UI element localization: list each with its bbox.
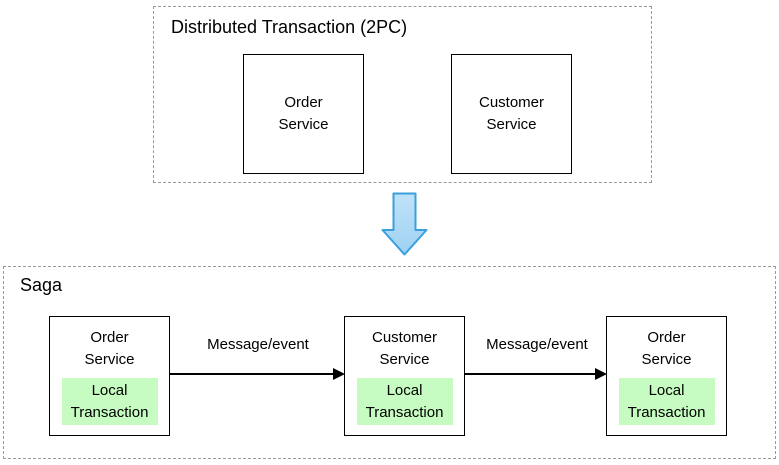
- section-title-distributed-transaction: Distributed Transaction (2PC): [171, 17, 408, 37]
- node-label: Customer Service: [478, 94, 545, 133]
- local-transaction-badge: Local Transaction: [61, 378, 158, 425]
- saga-node-order-service-1: Order Service Local Transaction: [49, 316, 170, 436]
- arrowhead-icon: [595, 368, 607, 380]
- node-label: Order Service: [278, 94, 329, 133]
- down-arrow-icon: [381, 192, 428, 256]
- node-label: Customer Service: [371, 329, 438, 368]
- saga-node-order-service-2: Order Service Local Transaction: [606, 316, 727, 436]
- node-label: Order Service: [84, 329, 135, 368]
- local-transaction-badge: Local Transaction: [618, 378, 715, 425]
- saga-node-customer-service: Customer Service Local Transaction: [344, 316, 465, 436]
- section-title-saga: Saga: [20, 275, 63, 295]
- local-transaction-badge: Local Transaction: [356, 378, 453, 425]
- connector-label: Message/event: [207, 336, 309, 353]
- arrowhead-icon: [333, 368, 345, 380]
- node-label: Order Service: [641, 329, 692, 368]
- section-distributed-transaction: Distributed Transaction (2PC) Order Serv…: [153, 6, 652, 183]
- 2pc-node-customer-service: Customer Service: [451, 54, 572, 174]
- section-saga: Saga Order Service Local Transaction Mes…: [3, 266, 776, 459]
- 2pc-node-order-service: Order Service: [243, 54, 364, 174]
- connector-arrow: [465, 373, 596, 375]
- connector-arrow: [170, 373, 334, 375]
- connector-label: Message/event: [486, 336, 588, 353]
